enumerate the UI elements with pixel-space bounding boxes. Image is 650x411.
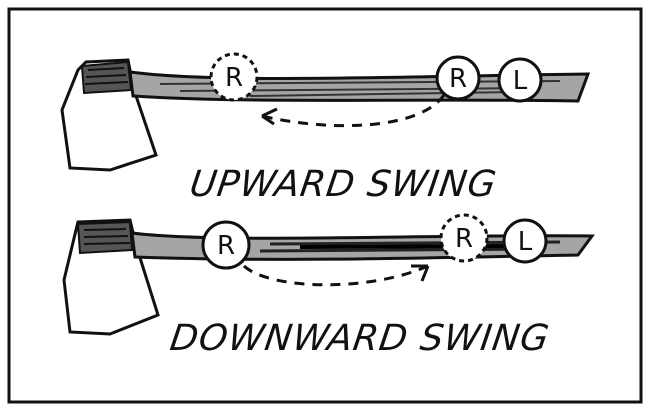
upward-swing-caption: UPWARD SWING	[187, 162, 499, 205]
upward-right-hand-label: R	[449, 64, 467, 94]
upward-start-hand-marker: R	[209, 52, 259, 102]
downward-start-hand-marker: R	[201, 220, 251, 270]
upward-slide-arrow	[261, 94, 446, 128]
upward-swing-panel: R R L UPWARD SWING	[60, 52, 591, 205]
downward-left-hand-label: L	[518, 227, 533, 257]
downward-start-hand-label: R	[217, 231, 235, 261]
downward-right-hand-marker: R	[439, 213, 489, 263]
downward-swing-caption: DOWNWARD SWING	[168, 316, 553, 359]
upward-left-hand-label: L	[513, 66, 528, 96]
downward-slide-arrow	[242, 264, 430, 287]
downward-swing-panel: R R L DOWNWARD SWING	[62, 213, 595, 359]
upward-left-hand-marker: L	[497, 57, 543, 103]
upward-right-hand-marker: R	[435, 55, 481, 101]
downward-right-hand-label: R	[455, 224, 473, 254]
downward-left-hand-marker: L	[502, 218, 548, 264]
upward-start-hand-label: R	[225, 63, 243, 93]
